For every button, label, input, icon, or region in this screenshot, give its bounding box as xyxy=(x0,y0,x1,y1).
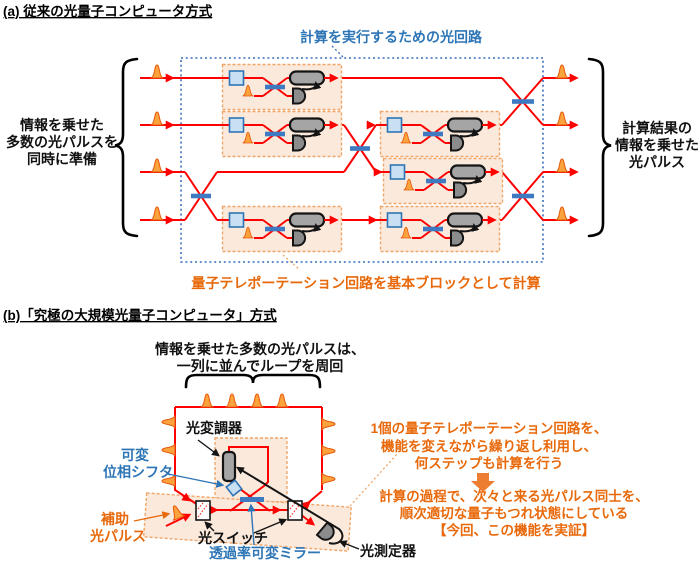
note-reuse-line3: 何ステップも計算を行う xyxy=(415,455,564,471)
aux-pulse-label-arrow xyxy=(133,511,171,522)
mirror-label-arrow xyxy=(247,503,256,546)
note-reuse: 1個の量子テレポーテーション回路を、 機能を変えながら繰り返し利用し、 何ステッ… xyxy=(371,420,608,471)
input-pulses xyxy=(150,64,164,221)
note-reuse-line1: 1個の量子テレポーテーション回路を、 xyxy=(371,420,608,436)
output-label: 計算結果の 情報を乗せた 光パルス xyxy=(615,120,699,170)
switch-label-arrow-right xyxy=(253,518,288,534)
teleport-block xyxy=(380,112,500,157)
teleport-block xyxy=(222,207,342,252)
aux-beam xyxy=(165,513,192,527)
optical-switch-label: 光スイッチ xyxy=(197,530,268,546)
teleport-block-label: 量子テレポーテーション回路を基本ブロックとして計算 xyxy=(191,275,540,291)
output-label-line2: 情報を乗せた xyxy=(615,137,699,153)
note-reuse-line2: 機能を変えながら繰り返し利用し、 xyxy=(381,438,597,454)
loop-brace xyxy=(184,373,322,389)
loop-label-line2: 一列に並んでループを周回 xyxy=(177,358,343,374)
output-brace xyxy=(587,57,612,238)
optical-switch-left xyxy=(195,500,211,521)
beamsplitter-crossing xyxy=(184,77,544,221)
phase-shifter-label-line2: 位相シフタ xyxy=(103,464,173,480)
circuit-label-connector xyxy=(331,45,344,58)
aux-pulse-label-line1: 補助 xyxy=(100,511,129,527)
panel-b-title: (b)「究極の大規模光量子コンピュータ」方式 xyxy=(3,307,277,323)
feedback-arrow xyxy=(235,466,344,545)
optical-switch-right xyxy=(287,500,303,521)
note-entangle-line3: 【今回、この機能を実証】 xyxy=(433,522,595,538)
output-label-line1: 計算結果の xyxy=(622,120,692,136)
teleport-block xyxy=(383,159,503,204)
teleport-block xyxy=(380,207,500,252)
loop-label-line1: 情報を乗せた多数の光パルスは、 xyxy=(155,341,365,357)
panel-a: (a) 従来の光量子コンピュータ方式 計算を実行するための光回路 情報を乗せた … xyxy=(3,3,699,291)
teleport-label-connector xyxy=(282,254,301,271)
switch-label-arrow-left xyxy=(204,521,215,532)
note-connector xyxy=(349,452,399,507)
input-label-line1: 情報を乗せた xyxy=(20,117,104,133)
input-brace xyxy=(114,57,139,238)
variable-mirror-label: 透過率可変ミラー xyxy=(209,545,321,561)
modulator-label-arrow xyxy=(197,439,220,457)
modulator-label: 光変調器 xyxy=(185,420,243,436)
note-entangle-line1: 計算の過程で、次々と来る光パルス同士を、 xyxy=(379,488,648,504)
optical-modulator xyxy=(221,450,237,483)
aux-pulse-label-line2: 光パルス xyxy=(89,528,146,544)
circuit-box-label: 計算を実行するための光回路 xyxy=(300,29,483,45)
teleport-block xyxy=(222,65,342,110)
down-arrow-icon xyxy=(471,473,495,492)
optical-detector xyxy=(315,521,335,541)
phase-shifter xyxy=(225,479,243,497)
teleport-block xyxy=(222,112,342,157)
detector-label: 光測定器 xyxy=(359,543,417,559)
panel-a-title: (a) 従来の光量子コンピュータ方式 xyxy=(3,3,213,19)
output-pulses xyxy=(555,64,569,221)
note-entangle-line2: 順次適切な量子もつれ状態にしている xyxy=(400,505,629,521)
variable-mirror xyxy=(240,497,264,502)
input-label: 情報を乗せた 多数の光パルスを 同時に準備 xyxy=(6,117,118,167)
note-entangle: 計算の過程で、次々と来る光パルス同士を、 順次適切な量子もつれ状態にしている 【… xyxy=(379,488,648,538)
phase-shifter-label-arrow xyxy=(167,473,225,488)
output-label-line3: 光パルス xyxy=(628,154,685,170)
detector-label-arrow xyxy=(338,540,360,550)
input-label-line2: 多数の光パルスを xyxy=(6,134,118,150)
input-label-line3: 同時に準備 xyxy=(27,151,97,167)
panel-b: (b)「究極の大規模光量子コンピュータ」方式 情報を乗せた多数の光パルスは、 一… xyxy=(3,307,649,561)
phase-shifter-label-line1: 可変 xyxy=(121,447,149,463)
